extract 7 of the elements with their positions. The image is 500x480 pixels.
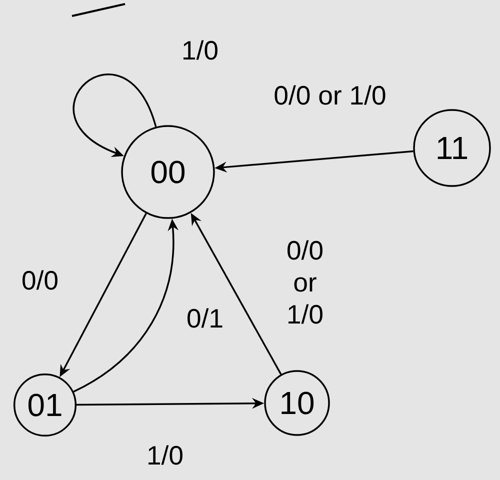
edge-label: 0/0 or 1/0 [279,238,331,326]
edge-label: 1/0 [180,38,220,62]
edge-label: 0/1 [185,306,225,330]
edge-label: 0/0 or 1/0 [272,84,388,106]
edge-label: 0/0 [20,268,60,292]
edge-label: 1/0 [145,444,185,466]
arrow [73,74,157,157]
